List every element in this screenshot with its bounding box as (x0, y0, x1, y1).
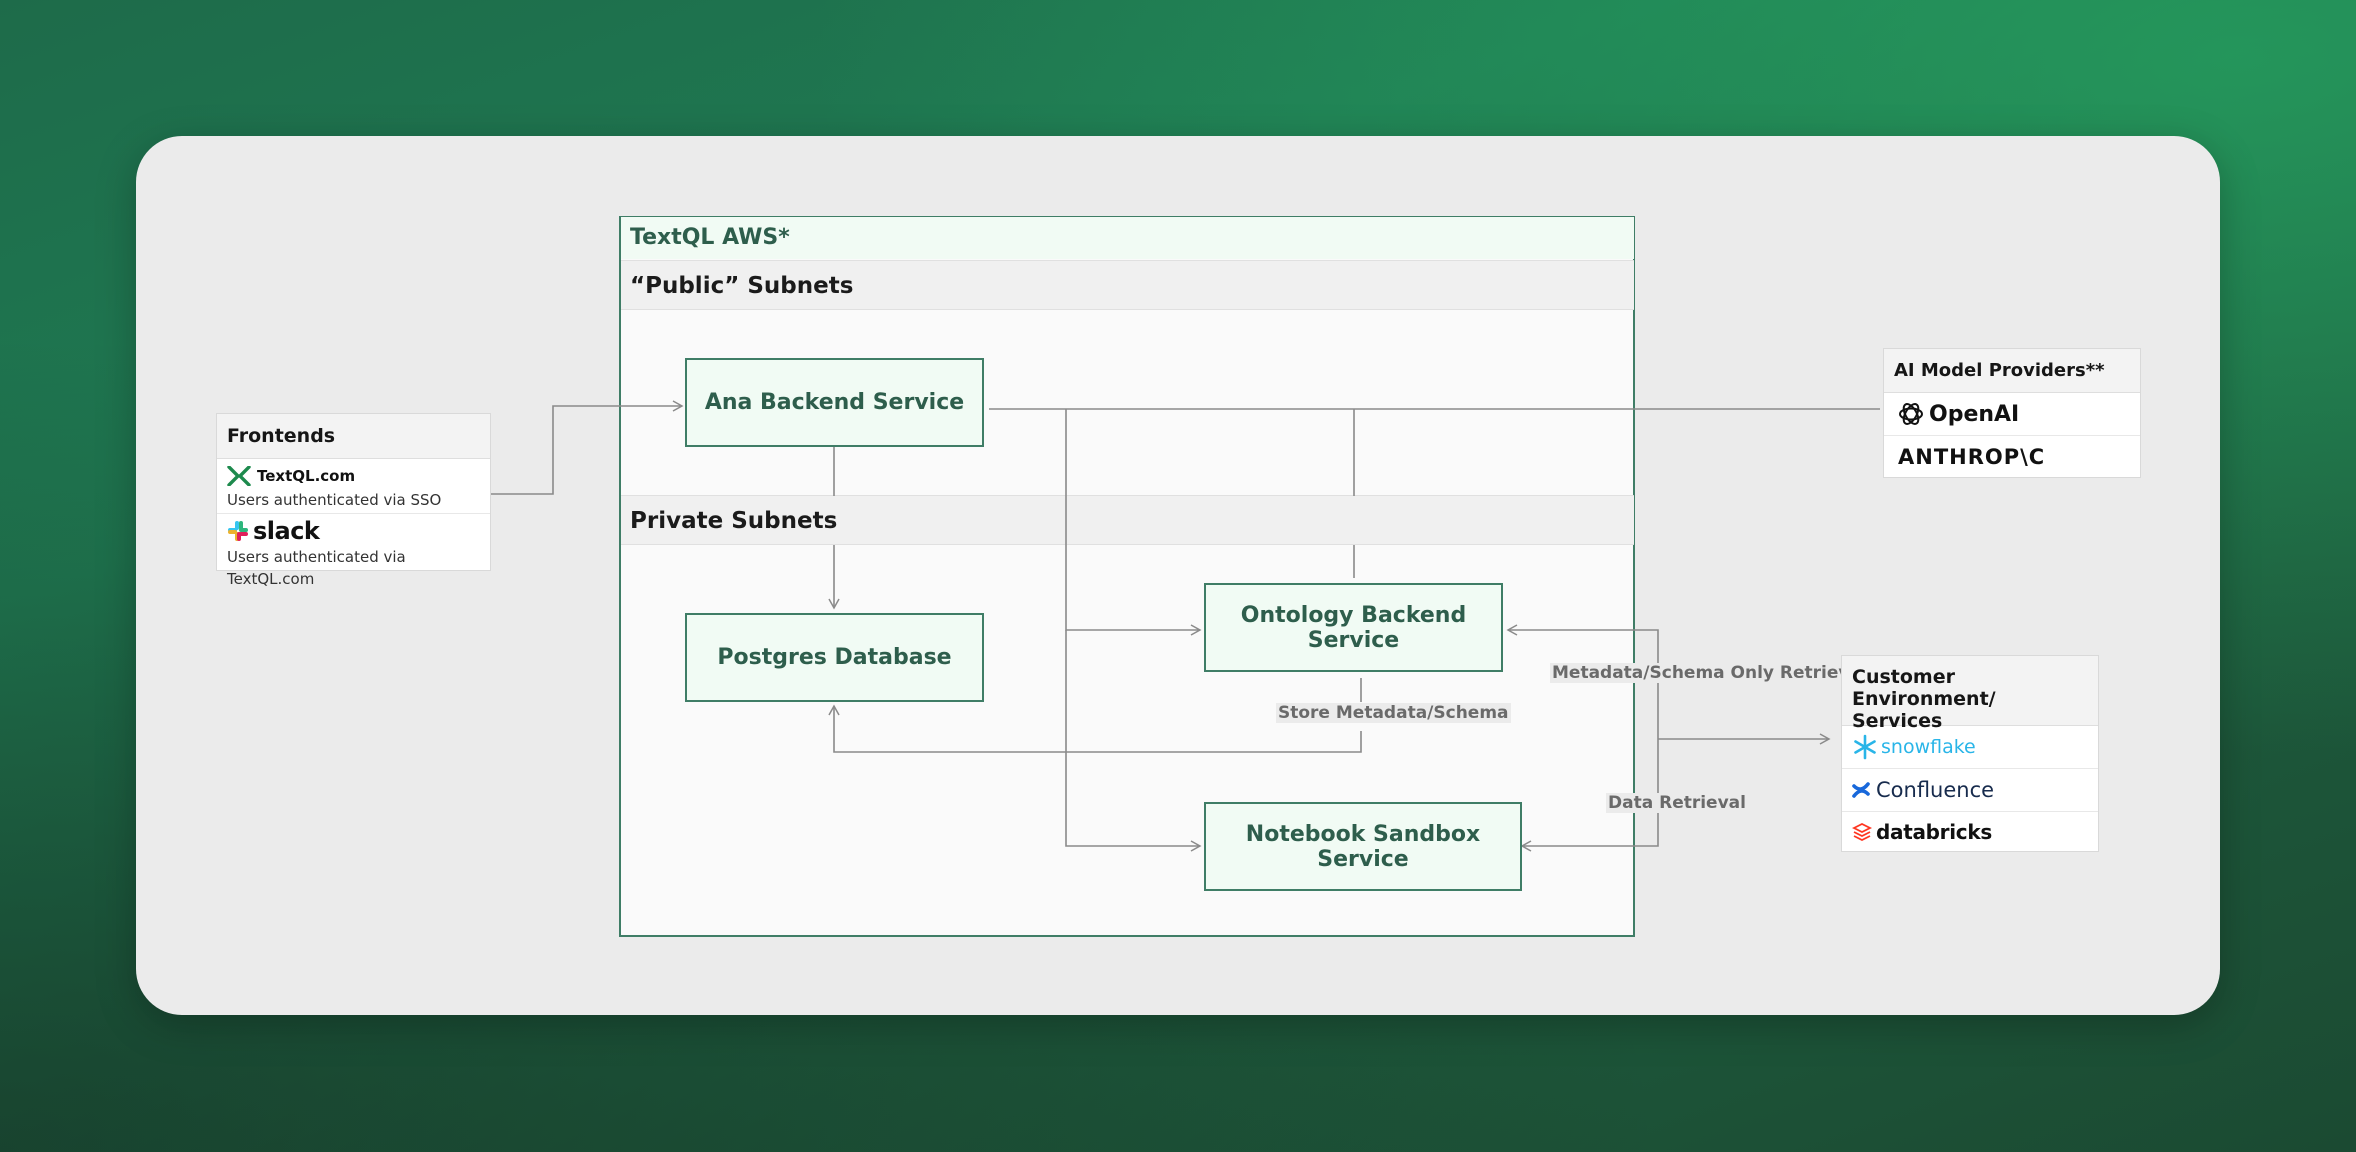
notebook-sandbox-service: Notebook Sandbox Service (1204, 802, 1522, 891)
customer-title: Customer Environment/ Services (1842, 656, 2098, 732)
data-retrieval-label: Data Retrieval (1606, 793, 1748, 813)
snowflake-logo-icon (1854, 734, 1876, 760)
slack-brand: slack (253, 517, 320, 545)
edge-customer-to-notebook (1520, 739, 1659, 852)
openai-logo-icon (1899, 403, 1923, 425)
service-databricks: databricks (1842, 811, 2098, 852)
ai-providers-title: AI Model Providers** (1884, 349, 2140, 393)
databricks-logo-icon (1852, 822, 1872, 842)
textql-logo-icon (227, 466, 251, 486)
edge-customer-to-ontology (1506, 624, 1659, 739)
public-subnets-label: “Public” Subnets (621, 260, 1634, 310)
edge-ontology-to-postgres (834, 678, 1362, 753)
aws-title: TextQL AWS* (621, 217, 1634, 259)
provider-openai: OpenAI (1884, 393, 2140, 435)
provider-anthropic: ANTHROP\C (1884, 435, 2140, 478)
ai-providers-panel: AI Model Providers** OpenAI ANTHROP\C (1883, 348, 2141, 478)
snowflake-label: snowflake (1881, 736, 1976, 758)
frontends-title: Frontends (217, 414, 490, 459)
frontend-slack: slack Users authenticated via TextQL.com (217, 513, 490, 588)
postgres-database: Postgres Database (685, 613, 984, 702)
openai-label: OpenAI (1929, 401, 2020, 427)
service-confluence: Confluence (1842, 768, 2098, 811)
private-subnets-label: Private Subnets (621, 495, 1634, 545)
confluence-logo-icon (1852, 782, 1870, 798)
databricks-label: databricks (1876, 820, 1992, 844)
ontology-backend-service: Ontology Backend Service (1204, 583, 1503, 672)
slack-logo-icon (228, 521, 248, 541)
textql-brand: TextQL.com (257, 467, 356, 485)
store-metadata-label: Store Metadata/Schema (1276, 703, 1511, 723)
service-snowflake: snowflake (1842, 726, 2098, 768)
edge-ana-to-notebook (1065, 630, 1202, 852)
frontend-textql: TextQL.com Users authenticated via SSO (217, 459, 490, 511)
edge-frontends-to-ana (490, 400, 684, 495)
slack-desc: Users authenticated via TextQL.com (227, 548, 406, 588)
textql-desc: Users authenticated via SSO (227, 491, 442, 509)
frontends-panel: Frontends TextQL.com Users authenticated… (216, 413, 491, 588)
ana-backend-service: Ana Backend Service (685, 358, 984, 447)
metadata-retrieval-label: Metadata/Schema Only Retrieval (1550, 663, 1869, 683)
confluence-label: Confluence (1876, 778, 1995, 802)
customer-environment-panel: Customer Environment/ Services snowflake… (1841, 655, 2099, 852)
edge-ana-to-ontology (1065, 409, 1202, 636)
